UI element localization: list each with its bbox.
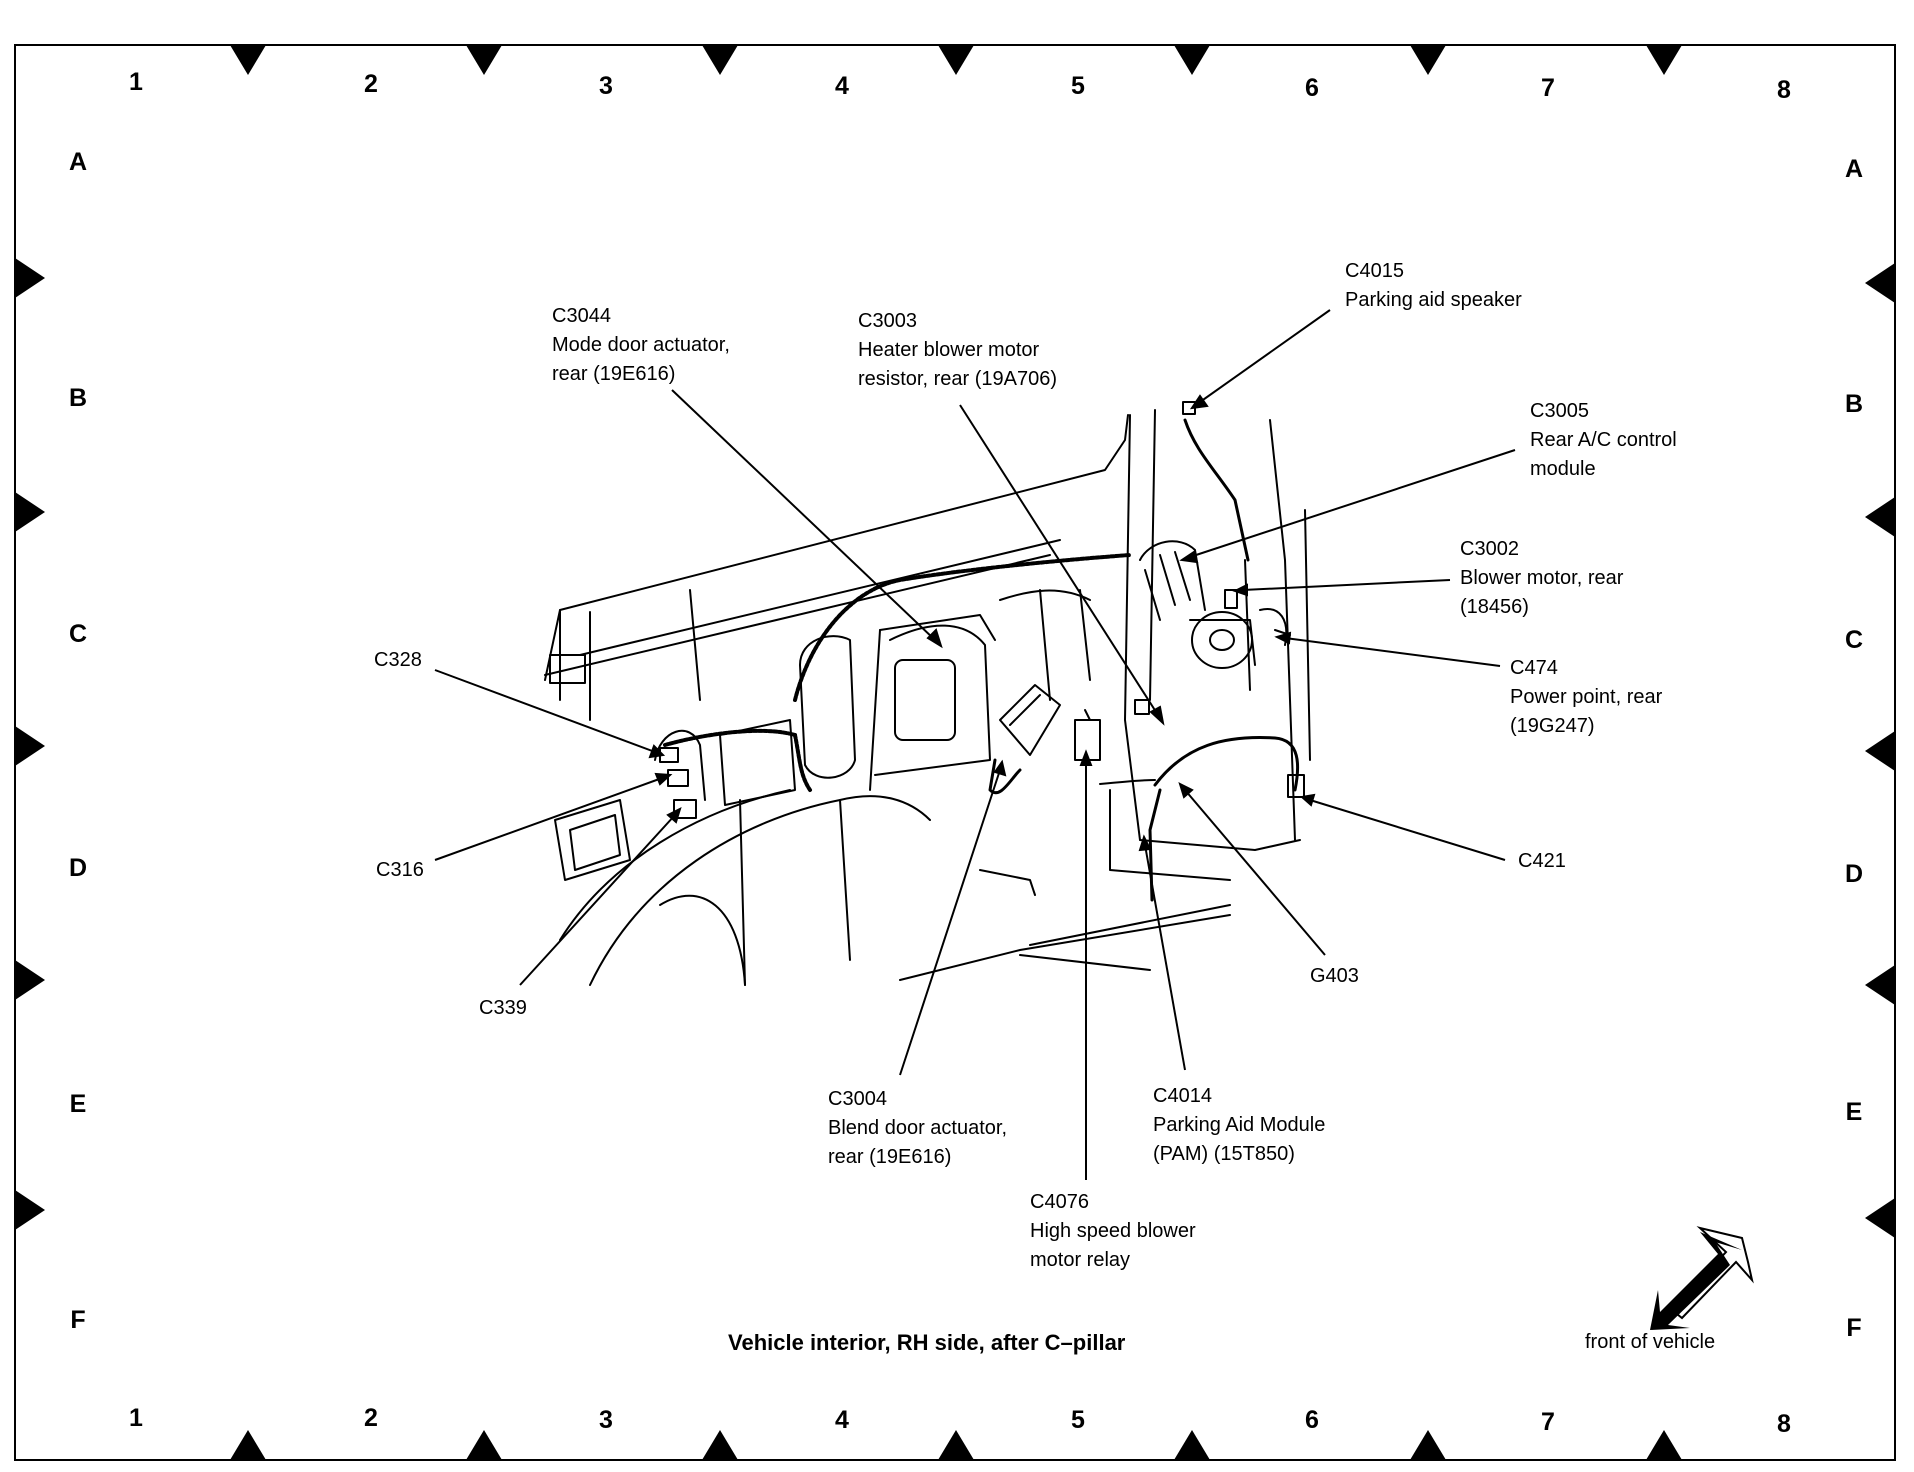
grid-col-6-bottom: 6 [1305, 1406, 1319, 1434]
connector-id: C4076 [1030, 1191, 1089, 1213]
front-of-vehicle-note: front of vehicle [1585, 1331, 1716, 1353]
connector-desc: resistor, rear (19A706) [858, 368, 1057, 390]
connector-id: C474 [1510, 657, 1558, 679]
grid-col-7-top: 7 [1541, 74, 1555, 102]
connector-desc: Parking aid speaker [1345, 289, 1522, 311]
grid-row-c-right: C [1844, 626, 1864, 654]
callout-c316: C316 [376, 856, 424, 885]
grid-markers-top [230, 45, 1682, 75]
vehicle-interior-drawing [544, 401, 1311, 986]
grid-markers-bottom [230, 1430, 1682, 1460]
callout-c3003: C3003 Heater blower motor resistor, rear… [858, 307, 1057, 394]
callout-c4014: C4014 Parking Aid Module (PAM) (15T850) [1153, 1082, 1325, 1169]
callout-c421: C421 [1518, 847, 1566, 876]
connector-id: C316 [376, 859, 424, 881]
grid-row-d-left: D [68, 854, 88, 882]
grid-col-5-top: 5 [1071, 72, 1085, 100]
grid-col-4-bottom: 4 [835, 1406, 849, 1434]
callout-c4015: C4015 Parking aid speaker [1345, 257, 1522, 315]
grid-col-6-top: 6 [1305, 74, 1319, 102]
grid-row-f-left: F [70, 1306, 86, 1334]
grid-row-f-right: F [1846, 1314, 1862, 1342]
callout-c3005: C3005 Rear A/C control module [1530, 397, 1677, 484]
grid-row-c-left: C [68, 620, 88, 648]
connector-id: C3005 [1530, 400, 1589, 422]
diagram-caption: Vehicle interior, RH side, after C–pilla… [728, 1330, 1126, 1355]
connector-desc: Power point, rear [1510, 686, 1663, 708]
callout-c339: C339 [479, 994, 527, 1023]
grid-row-a-right: A [1844, 155, 1864, 183]
connector-id: C421 [1518, 850, 1566, 872]
connector-id: G403 [1310, 965, 1359, 987]
connector-desc: Mode door actuator, [552, 334, 730, 356]
callout-c3044: C3044 Mode door actuator, rear (19E616) [552, 302, 730, 389]
callout-c3002: C3002 Blower motor, rear (18456) [1460, 535, 1623, 622]
grid-row-d-right: D [1844, 860, 1864, 888]
grid-col-2-top: 2 [364, 70, 378, 98]
connector-desc: module [1530, 458, 1596, 480]
connector-id: C3002 [1460, 538, 1519, 560]
grid-col-8-top: 8 [1777, 76, 1791, 104]
grid-row-b-right: B [1844, 390, 1864, 418]
grid-col-8-bottom: 8 [1777, 1410, 1791, 1438]
connector-desc: rear (19E616) [828, 1146, 952, 1168]
grid-col-7-bottom: 7 [1541, 1408, 1555, 1436]
grid-col-1-top: 1 [129, 68, 143, 96]
connector-id: C3044 [552, 305, 611, 327]
grid-markers-right [1865, 263, 1895, 1238]
grid-col-1-bottom: 1 [129, 1404, 143, 1432]
connector-id: C3004 [828, 1088, 887, 1110]
callout-c3004: C3004 Blend door actuator, rear (19E616) [828, 1085, 1007, 1172]
callout-c328: C328 [374, 646, 422, 675]
connector-id: C3003 [858, 310, 917, 332]
grid-row-b-left: B [68, 384, 88, 412]
grid-row-e-left: E [69, 1090, 87, 1118]
connector-desc: High speed blower [1030, 1220, 1196, 1242]
grid-row-a-left: A [68, 148, 88, 176]
callout-c4076: C4076 High speed blower motor relay [1030, 1188, 1196, 1275]
connector-desc: (18456) [1460, 596, 1529, 618]
connector-desc: motor relay [1030, 1249, 1131, 1271]
connector-desc: Rear A/C control [1530, 429, 1677, 451]
connector-id: C339 [479, 997, 527, 1019]
connector-desc: rear (19E616) [552, 363, 676, 385]
connector-desc: (19G247) [1510, 715, 1595, 737]
grid-row-e-right: E [1845, 1098, 1863, 1126]
front-of-vehicle-arrow-icon [1650, 1226, 1754, 1330]
connector-id: C4015 [1345, 260, 1404, 282]
grid-col-4-top: 4 [835, 72, 849, 100]
leader-lines [434, 309, 1516, 1180]
grid-markers-left [15, 258, 45, 1230]
callout-c474: C474 Power point, rear (19G247) [1510, 654, 1662, 741]
connector-desc: Heater blower motor [858, 339, 1040, 361]
connector-desc: Parking Aid Module [1153, 1114, 1326, 1136]
grid-col-3-bottom: 3 [599, 1406, 613, 1434]
grid-col-3-top: 3 [599, 72, 613, 100]
diagram-border [14, 44, 1896, 1461]
connector-desc: Blower motor, rear [1460, 567, 1624, 589]
connector-id: C328 [374, 649, 422, 671]
grid-col-5-bottom: 5 [1071, 1406, 1085, 1434]
callout-g403: G403 [1310, 962, 1359, 991]
grid-col-2-bottom: 2 [364, 1404, 378, 1432]
connector-id: C4014 [1153, 1085, 1212, 1107]
connector-desc: Blend door actuator, [828, 1117, 1008, 1139]
connector-desc: (PAM) (15T850) [1153, 1143, 1295, 1165]
